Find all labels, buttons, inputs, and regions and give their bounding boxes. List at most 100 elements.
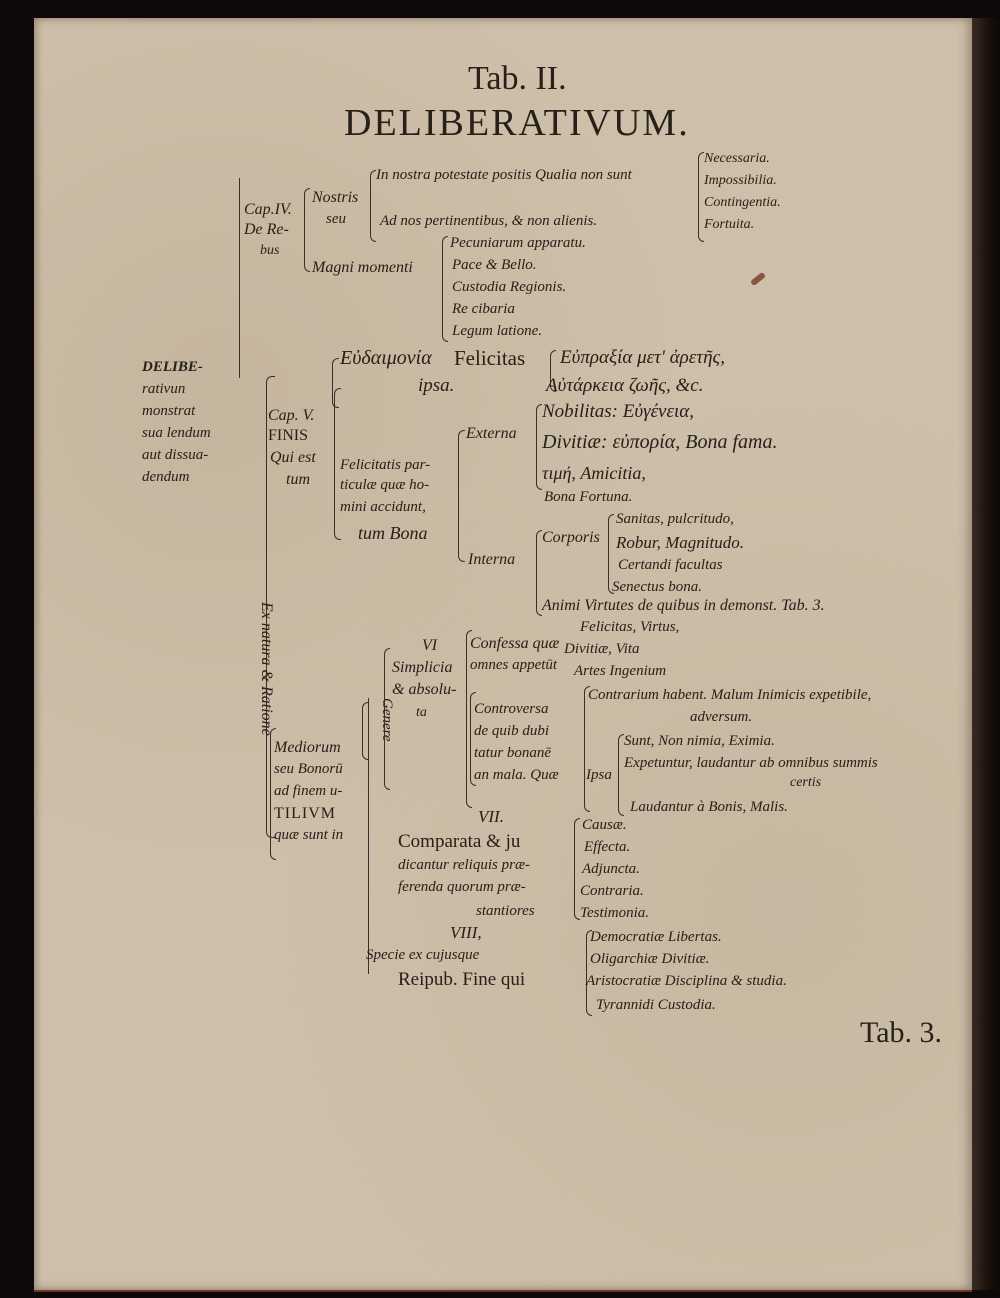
qualia-item: Contingentia. [704,195,781,210]
qualia-item: Fortuita. [704,217,755,232]
magni-momenti: Magni momenti [312,259,413,276]
res-item: Pace & Bello. [452,257,537,273]
comparata-line: Comparata & ju [398,831,521,852]
ad-nos-pertinentibus: Ad nos pertinentibus, & non alienis. [380,213,598,229]
animi-virtutes: Animi Virtutes de quibus in demonst. Tab… [542,597,825,614]
quae-brace [584,686,590,812]
locus-item: Effecta. [584,839,631,855]
felicitas-brace [332,358,339,408]
qualia-item: Impossibilia. [704,173,777,188]
book-page: Tab. II. DELIBERATIVUM. DELIBE- rativun … [34,18,972,1290]
ipsa-item: Sunt, Non nimia, Eximia. [624,733,775,749]
mediorum-line: Mediorum [274,739,341,756]
cap6-label: & absolu- [392,681,457,698]
interna-label: Interna [468,551,516,568]
cap7-label: VII. [478,807,504,826]
corporis-item: Robur, Magnitudo. [616,533,744,552]
felicitas-greek: Εὐδαιμονία [340,347,432,369]
felicitas-def-brace [550,350,556,392]
cap5-label: Qui est [270,449,316,466]
confessa-item: Divitiæ, Vita [564,641,640,657]
res-item: Legum latione. [452,323,542,339]
ipsa-item: Expetuntur, laudantur ab omnibus summis [624,755,878,771]
cap6-label: ta [416,705,427,720]
cap5-label: Cap. V. [268,407,315,424]
corporis-brace [608,514,614,594]
root-line: DELIBE- [142,359,203,375]
cap6-label: Simplicia [392,659,453,676]
externa-label: Externa [466,425,517,442]
ipsa-label: Ipsa [586,767,612,783]
republic-form: Tyrannidi Custodia. [596,997,716,1013]
interna-brace [536,530,542,616]
confessa-line: Confessa quæ [470,635,560,652]
ex-natura-ratione: Ex natura & Ratione [258,602,275,736]
comparata-line: dicantur reliquis præ- [398,857,530,873]
externa-item: Divitiæ: εὐπορία, Bona fama. [542,431,778,453]
qualia-brace [698,152,704,242]
particulae-line: Felicitatis par- [340,457,431,473]
ipsa-item: Laudantur à Bonis, Malis. [630,799,788,815]
cap5-label: FINIS [268,427,309,444]
bona-brace [458,430,465,562]
res-item: Custodia Regionis. [452,279,567,295]
felicitas-ipsa: ipsa. [418,375,455,396]
mediorum-brace [368,698,369,974]
book-binding [972,18,1000,1290]
controversa-brace [470,692,476,786]
root-line: sua lendum [142,425,211,441]
confessa-item: Artes Ingenium [574,663,667,679]
comparata-line: ferenda quorum præ- [398,879,526,895]
mediorum-line: quæ sunt in [274,827,344,843]
ink-stain [749,271,767,287]
externa-item: Bona Fortuna. [544,489,633,505]
genere-brace [362,702,368,760]
locus-item: Contraria. [580,883,644,899]
finis-brace [334,388,341,540]
res-item: Re cibaria [452,301,515,317]
cap4-brace [304,188,310,272]
mediorum-line: seu Bonorū [274,761,343,777]
page-title: DELIBERATIVUM. [344,102,690,144]
externa-item: τιμή, Amicitia, [542,463,646,483]
cap8-label: VIII, [450,923,482,942]
contrarium-habent: Contrarium habent. Malum Inimicis expeti… [588,687,872,703]
reipub-line: Reipub. Fine qui [398,969,526,990]
ipsa-item: certis [790,775,822,790]
main-brace-upper [239,178,240,378]
res-item: Pecuniarum apparatu. [450,235,586,251]
cap4-label: bus [260,243,280,258]
cap5-label: tum [286,471,310,488]
root-line: rativun [142,381,186,397]
republic-form: Aristocratiæ Disciplina & studia. [586,973,787,989]
felicitas-latin: Felicitas [454,346,526,370]
externa-brace [536,404,542,490]
mediorum-line: ad finem u- [274,783,343,799]
forms-brace [586,930,592,1016]
ipsa-brace [618,734,624,816]
felicitas-definition: Αὐτάρκεια ζωῆς, &c. [546,375,704,396]
root-line: aut dissua- [142,447,209,463]
locus-item: Causæ. [582,817,627,833]
comparata-line: stantiores [476,903,535,919]
specie-line: Specie ex cujusque [366,947,480,963]
controversa-line: an mala. Quæ [474,767,559,783]
nostris-label: Nostris [312,189,359,206]
republic-form: Democratiæ Libertas. [590,929,722,945]
controversa-line: tatur bonanē [474,745,552,761]
nostris-brace [370,170,376,242]
corporis-item: Senectus bona. [612,579,702,595]
root-line: monstrat [142,403,196,419]
cap6-label: VI [422,637,438,654]
republic-form: Oligarchiæ Divitiæ. [590,951,710,967]
root-line: dendum [142,469,190,485]
loci-brace [574,818,580,920]
locus-item: Testimonia. [580,905,650,921]
particulae-line: tum Bona [358,523,428,543]
mediorum-left-brace [270,728,276,860]
qualia-item: Necessaria. [704,151,770,166]
mediorum-line: TILIVM [274,805,336,822]
adversum: adversum. [690,709,753,725]
res-brace [442,236,448,342]
simplicia-brace [466,630,472,808]
